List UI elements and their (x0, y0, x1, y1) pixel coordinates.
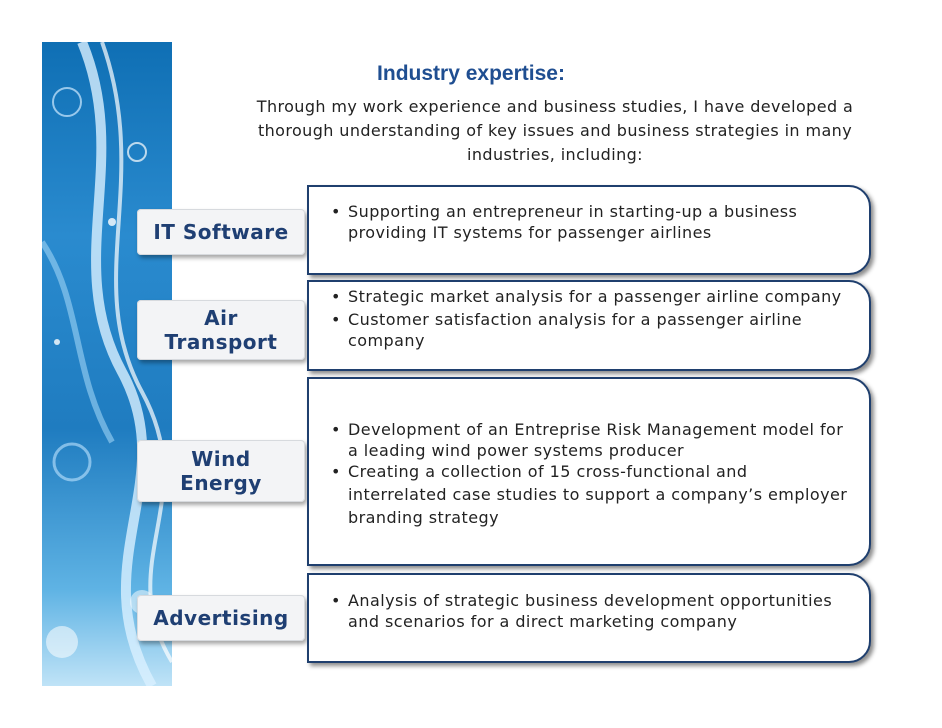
decorative-snowflake-banner (42, 42, 172, 686)
industry-box-wind-energy: Development of an Entreprise Risk Manage… (307, 377, 871, 566)
industry-label-text: IT Software (153, 220, 289, 244)
bullet-item: Customer satisfaction analysis for a pas… (331, 309, 849, 351)
industry-label-it-software: IT Software (137, 209, 305, 255)
slide-intro: Through my work experience and business … (256, 97, 854, 164)
industry-box-it-software: Supporting an entrepreneur in starting-u… (307, 185, 871, 275)
industry-box-air-transport: Strategic market analysis for a passenge… (307, 280, 871, 371)
industry-label-air-transport: Air Transport (137, 300, 305, 360)
industry-box-advertising: Analysis of strategic business developme… (307, 573, 871, 663)
industry-label-wind-energy: Wind Energy (137, 440, 305, 502)
slide-title: Industry expertise: (377, 62, 565, 85)
bullet-item: Strategic market analysis for a passenge… (331, 286, 849, 307)
industry-label-text: Air Transport (164, 306, 278, 354)
bullet-item: Creating a collection of 15 cross-functi… (331, 460, 849, 529)
bullet-item: Development of an Entreprise Risk Manage… (331, 419, 849, 461)
bullet-item: Analysis of strategic business developme… (331, 590, 849, 632)
bullet-item: Supporting an entrepreneur in starting-u… (331, 201, 849, 243)
industry-label-advertising: Advertising (137, 595, 305, 641)
industry-label-text: Wind Energy (180, 447, 262, 495)
industry-label-text: Advertising (153, 606, 289, 630)
